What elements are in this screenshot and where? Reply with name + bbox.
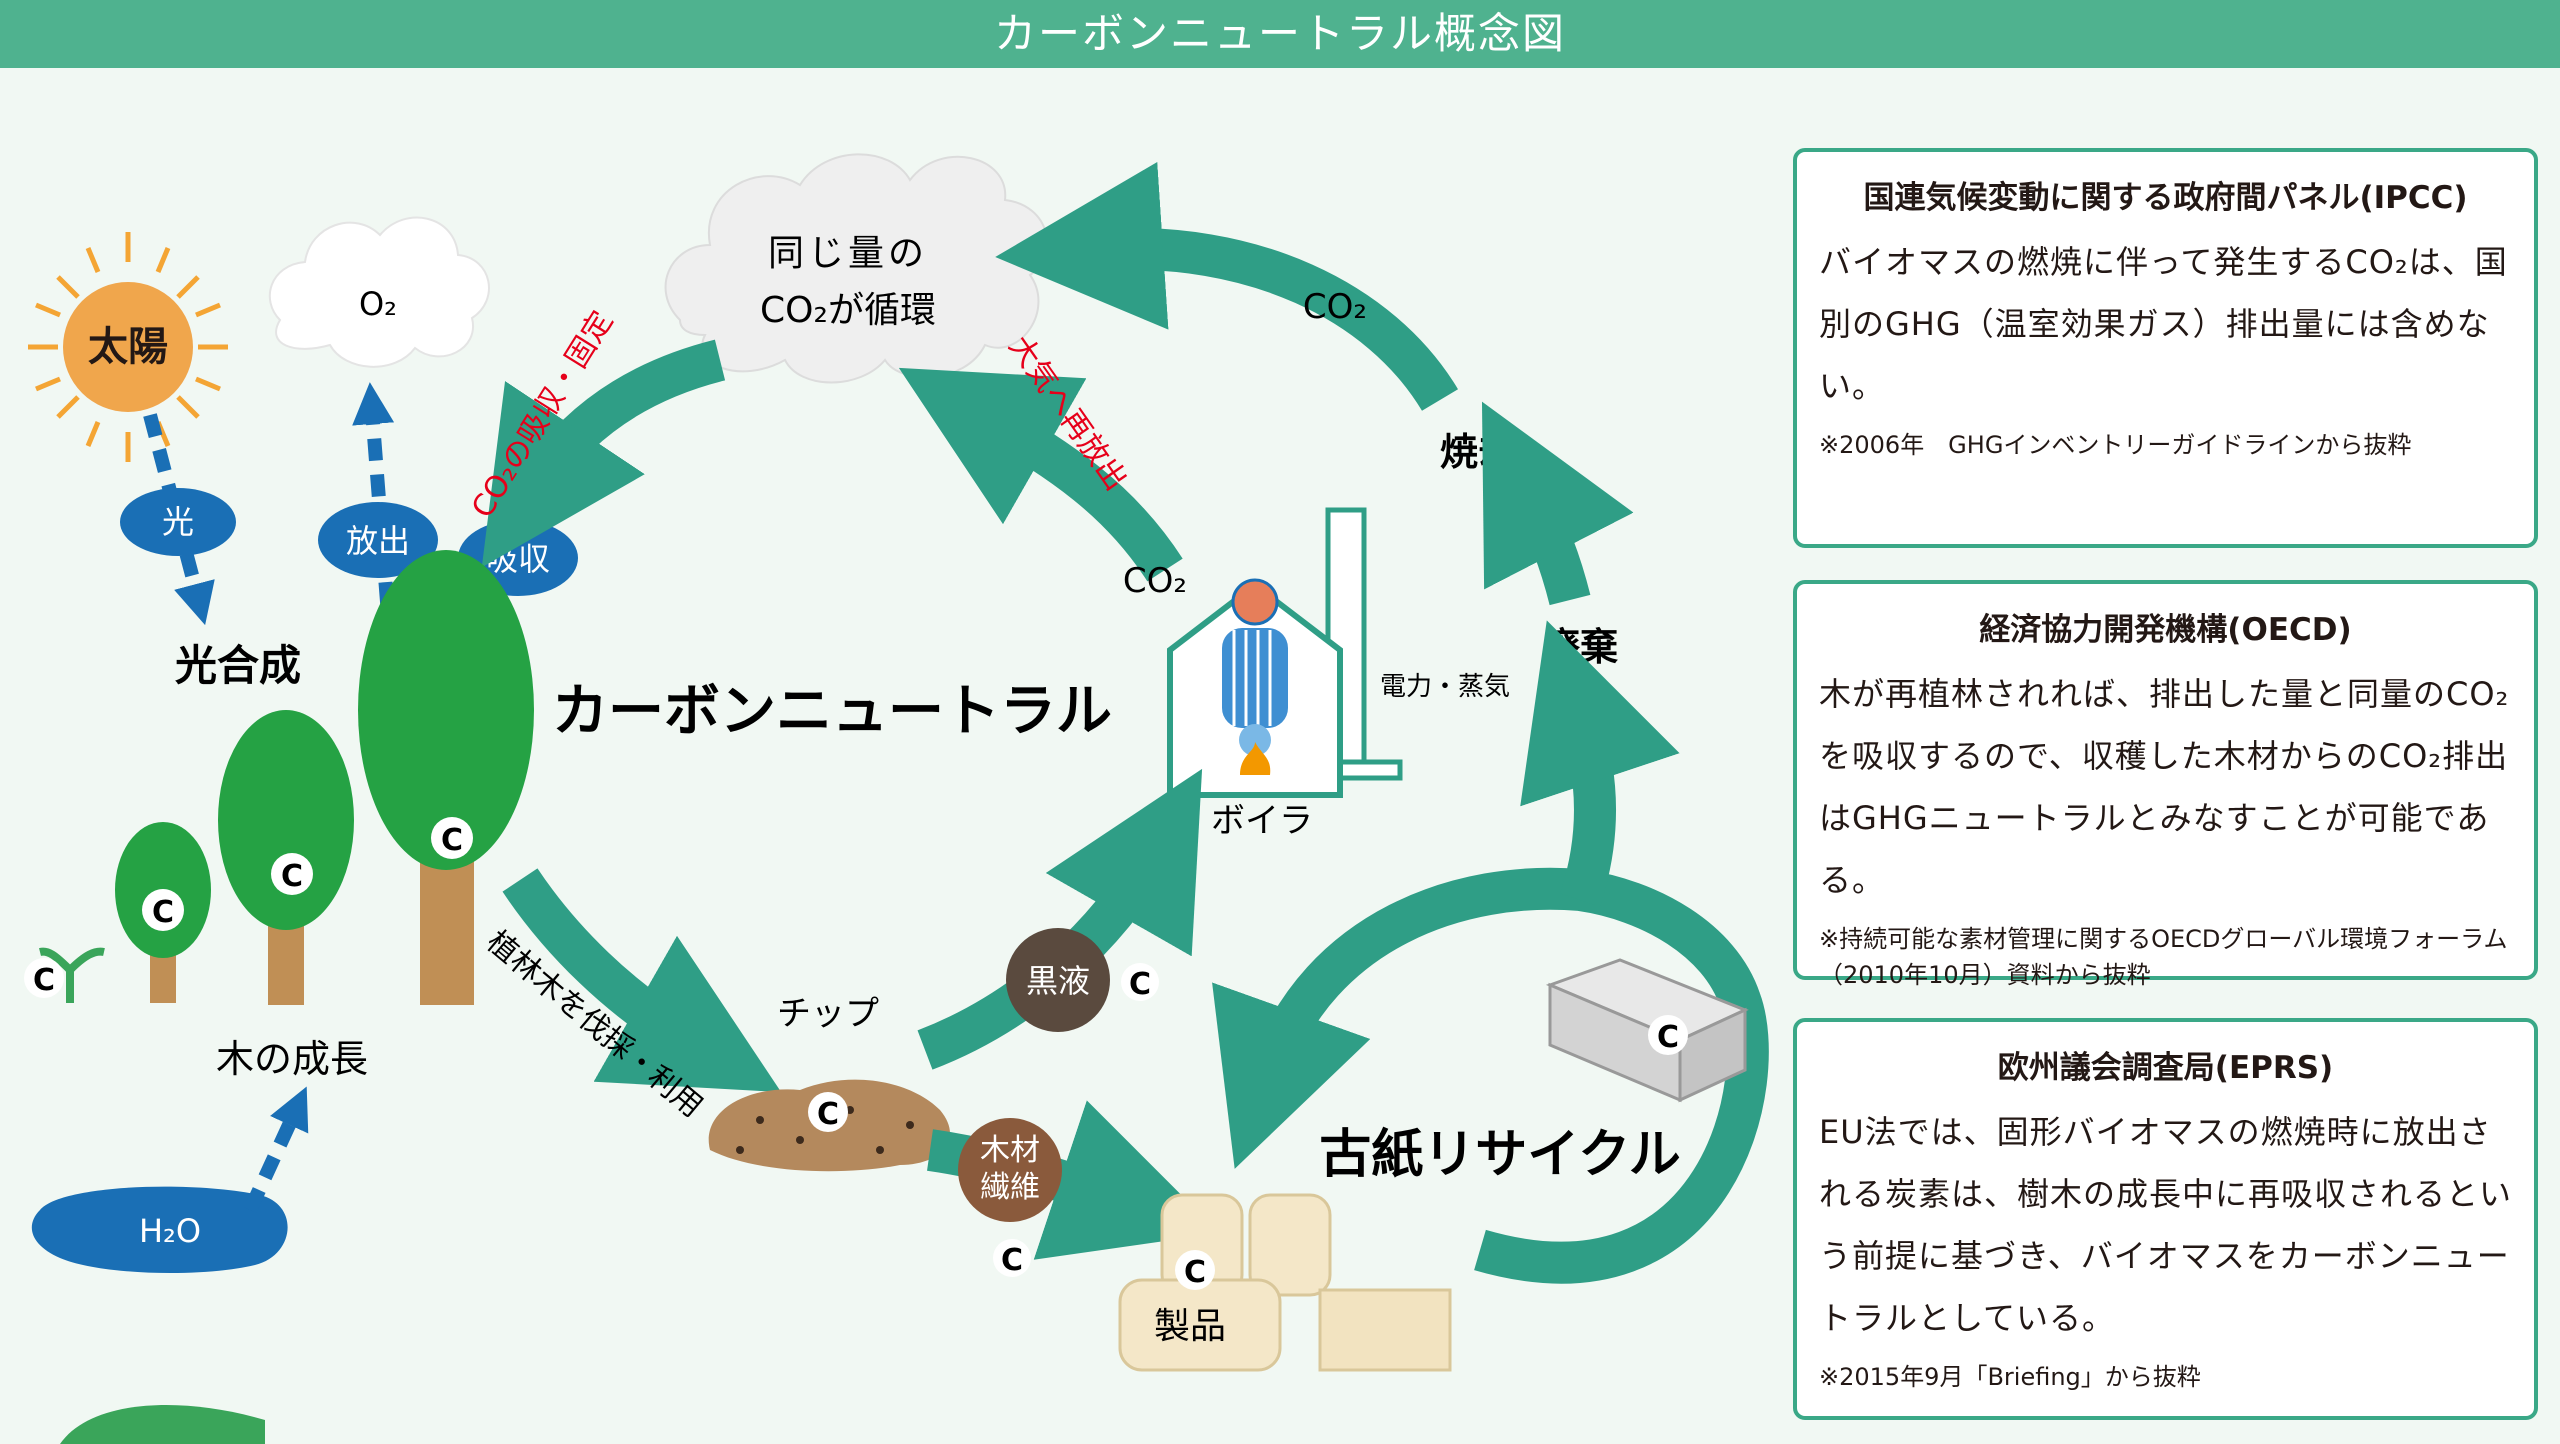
svg-text:C: C [281,859,303,894]
svg-text:C: C [1184,1255,1206,1290]
boiler-label: ボイラ [1211,801,1313,841]
black-liquor-label: 黒液 [1026,962,1090,1000]
center-label: カーボンニュートラル [552,679,1112,744]
svg-text:C: C [1001,1243,1023,1278]
ipcc-box: 国連気候変動に関する政府間パネル(IPCC) バイオマスの燃焼に伴って発生するC… [1793,148,2538,548]
carbon-badge: C [24,958,64,998]
svg-text:C: C [817,1097,839,1132]
recycle-loop-arrow [1212,867,1769,1284]
photosynthesis-label: 光合成 [175,641,301,690]
absorb-label: 吸収 [486,540,550,578]
boiler-to-cloud-arrow [898,367,1183,582]
svg-text:C: C [33,963,55,998]
wood-fiber-label-1: 木材 [980,1133,1040,1168]
carbon-badge: C [993,1239,1031,1278]
trees-icon [39,550,534,1005]
harvest-arrow [502,868,782,1093]
cloud-label-line2: CO₂が循環 [760,290,936,331]
carbon-badge: C [1175,1250,1215,1290]
carbon-badge: C [808,1092,848,1132]
disposal-arrow [1481,401,1634,606]
wood-fiber-label-2: 繊維 [980,1170,1040,1205]
eprs-box: 欧州議会調査局(EPRS) EU法では、固形バイオマスの燃焼時に放出される炭素は… [1793,1018,2538,1420]
h2o-label: H₂O [139,1212,201,1250]
water-arrow [243,1086,309,1213]
svg-text:C: C [152,895,174,930]
box-body: 木が再植林されれば、排出した量と同量のCO₂を吸収するので、収穫した木材からのC… [1819,675,2510,899]
carbon-badge: C [271,853,313,895]
boiler-icon [1167,507,1403,798]
light-arrow [143,413,215,626]
box-body: EU法では、固形バイオマスの燃焼時に放出される炭素は、樹木の成長中に再吸収される… [1819,1113,2513,1337]
o2-label: O₂ [359,285,397,323]
box-title: 欧州議会調査局(EPRS) [1997,1050,2334,1086]
product-label: 製品 [1154,1306,1226,1347]
box-title: 国連気候変動に関する政府間パネル(IPCC) [1863,180,2468,216]
carbon-badge: C [431,817,473,859]
recycle-label: 古紙リサイクル [1319,1125,1680,1185]
box-note: ※2006年 GHGインベントリーガイドラインから抜粋 [1819,431,2412,459]
svg-text:C: C [1129,967,1151,1002]
co2-top-label: CO₂ [1303,287,1367,327]
carbon-badge: C [1121,963,1159,1002]
recycle-to-disposal-arrow [1520,620,1680,907]
tree-growth-label: 木の成長 [216,1037,368,1081]
incineration-to-cloud-arrow [995,162,1458,412]
carbon-neutral-diagram: 太陽 O₂ 光 放出 吸収 光合成 同じ量の CO₂が循環 CO₂の吸収・固定 … [24,153,1769,1444]
box-title: 経済協力開発機構(OECD) [1979,612,2352,648]
leaf-icon [60,1404,265,1444]
release-label: 放出 [346,522,410,560]
box-note: ※2015年9月「Briefing」から抜粋 [1819,1363,2201,1391]
page-title: カーボンニュートラル概念図 [0,0,2560,68]
wood-fiber-badge [958,1118,1062,1222]
svg-text:C: C [1657,1020,1679,1055]
light-label: 光 [162,503,194,541]
black-liquor-badge [1006,928,1110,1032]
cloud-label-line1: 同じ量の [768,233,928,274]
svg-text:C: C [441,823,463,858]
water-puddle [31,1186,288,1274]
sun-icon [28,232,228,462]
power-steam-label: 電力・蒸気 [1380,672,1510,702]
o2-cloud [268,216,490,368]
incineration-label: 焼却 [1440,430,1516,474]
newspaper-stack-icon [1545,958,1749,1103]
carbon-badge: C [142,889,184,931]
box-note: ※持続可能な素材管理に関するOECDグローバル環境フォーラム（2010年10月）… [1819,925,2508,989]
sun-label: 太陽 [88,324,168,370]
release-badge [318,502,438,578]
light-badge [120,488,236,556]
oecd-box: 経済協力開発機構(OECD) 木が再植林されれば、排出した量と同量のCO₂を吸収… [1793,580,2538,989]
disposal-label: 廃棄 [1542,625,1618,669]
carbon-badge: C [1648,1015,1688,1055]
absorb-flow-arrow [481,339,726,568]
chip-label: チップ [777,994,879,1034]
co2-boiler-label: CO₂ [1123,561,1187,601]
box-body: バイオマスの燃焼に伴って発生するCO₂は、国別のGHG（温室効果ガス）排出量には… [1819,243,2508,405]
